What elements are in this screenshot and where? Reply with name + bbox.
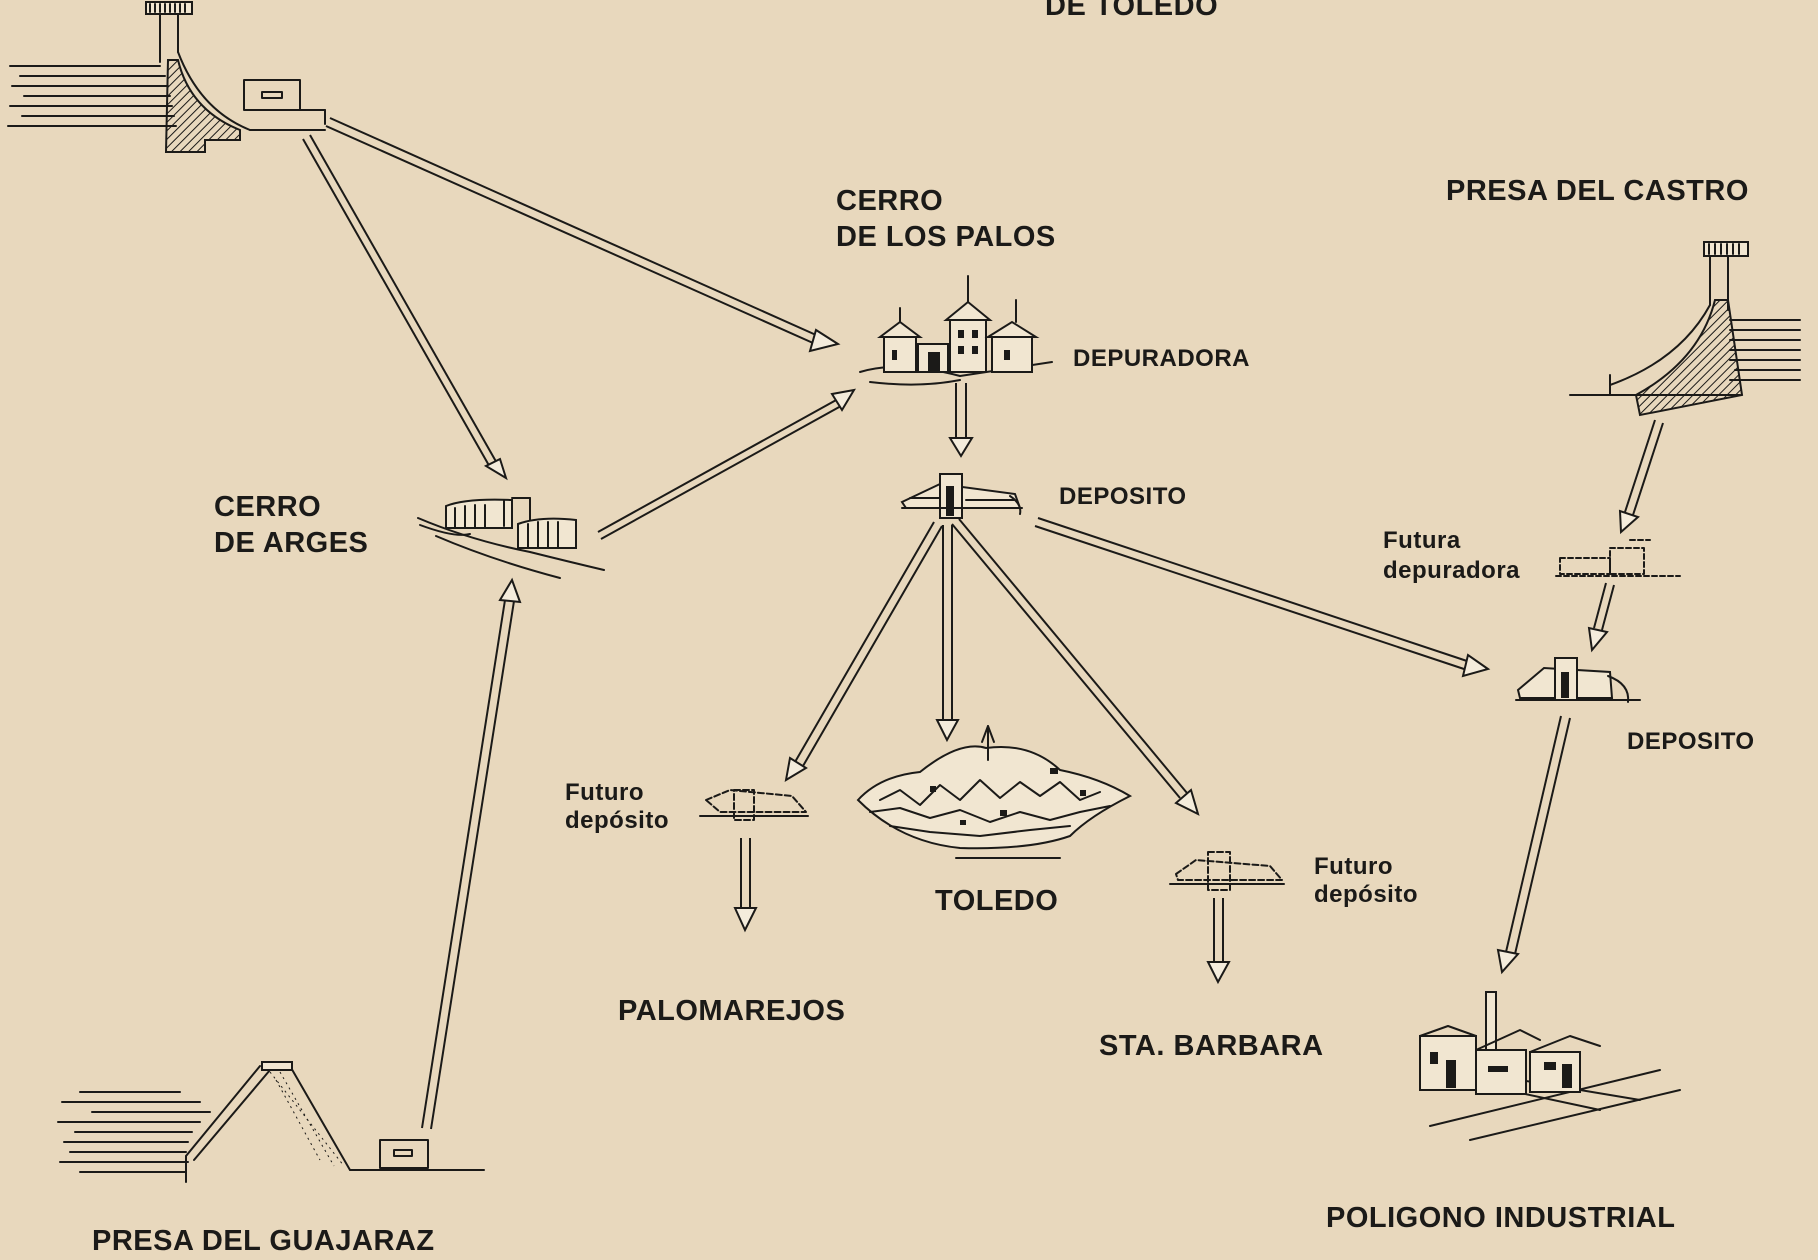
label-cerro-arges: CERRO bbox=[214, 491, 321, 523]
presa-castro-dam-icon bbox=[1569, 241, 1801, 417]
diagram-labels: DE TOLEDO CERRO DE LOS PALOS DEPURADORA … bbox=[92, 0, 1755, 1257]
poligono-industrial-icon bbox=[1419, 991, 1681, 1141]
toledo-city-icon bbox=[856, 725, 1133, 859]
label-toledo: TOLEDO bbox=[935, 885, 1058, 917]
arrow-dam-to-arges bbox=[302, 134, 508, 481]
label-cerro-palos: CERRO bbox=[836, 185, 943, 217]
label-poligono-industrial: POLIGONO INDUSTRIAL bbox=[1326, 1202, 1675, 1234]
label-futuro-deposito-right: Futuro bbox=[1314, 853, 1393, 880]
label-sta-barbara: STA. BARBARA bbox=[1099, 1030, 1324, 1062]
label-cerro-palos-line2: DE LOS PALOS bbox=[836, 221, 1056, 253]
arrow-futuro-left-to-palomarejos bbox=[733, 838, 758, 933]
arrow-castro-to-futura-depuradora bbox=[1618, 419, 1664, 535]
label-cerro-arges-line2: DE ARGES bbox=[214, 527, 368, 559]
cerro-arges-tanks-icon bbox=[417, 497, 605, 579]
arrow-deposito-to-futuro-left bbox=[784, 521, 943, 782]
futuro-deposito-left-icon bbox=[699, 789, 809, 821]
connections bbox=[302, 117, 1664, 1130]
label-deposito-central: DEPOSITO bbox=[1059, 483, 1187, 510]
label-depuradora: DEPURADORA bbox=[1073, 345, 1250, 372]
arrow-futuro-right-to-sta-barbara bbox=[1206, 898, 1231, 985]
arrow-deposito-to-deposito-right bbox=[1034, 517, 1491, 678]
arrow-depuradora-to-deposito bbox=[948, 383, 974, 458]
label-futuro-deposito-left-line2: depósito bbox=[565, 807, 669, 834]
label-futuro-deposito-left: Futuro bbox=[565, 779, 644, 806]
presa-guajaraz-dam-icon bbox=[57, 1061, 485, 1183]
deposito-right-icon bbox=[1515, 657, 1641, 703]
label-deposito-right: DEPOSITO bbox=[1627, 728, 1755, 755]
arrow-guajaraz-to-arges bbox=[421, 577, 522, 1130]
arrow-futura-depuradora-to-deposito bbox=[1587, 582, 1615, 653]
title-fragment: DE TOLEDO bbox=[1045, 0, 1218, 22]
futuro-deposito-right-icon bbox=[1169, 851, 1285, 891]
depuradora-building-icon bbox=[859, 275, 1053, 386]
arrow-deposito-to-futuro-right bbox=[951, 518, 1200, 816]
arrow-deposito-to-toledo bbox=[935, 525, 960, 743]
arrow-deposito-to-poligono bbox=[1496, 715, 1571, 975]
label-futura-depuradora-line2: depuradora bbox=[1383, 557, 1520, 584]
label-presa-guajaraz: PRESA DEL GUAJARAZ bbox=[92, 1225, 435, 1257]
arrow-dam-to-palos bbox=[325, 117, 841, 353]
dam-top-left-icon bbox=[7, 1, 326, 153]
deposito-central-icon bbox=[900, 473, 1023, 519]
label-presa-castro: PRESA DEL CASTRO bbox=[1446, 175, 1749, 207]
label-palomarejos: PALOMAREJOS bbox=[618, 995, 845, 1027]
arrow-arges-to-palos bbox=[597, 388, 856, 540]
futura-depuradora-icon bbox=[1555, 539, 1681, 577]
label-futuro-deposito-right-line2: depósito bbox=[1314, 881, 1418, 908]
label-futura-depuradora: Futura bbox=[1383, 527, 1461, 554]
